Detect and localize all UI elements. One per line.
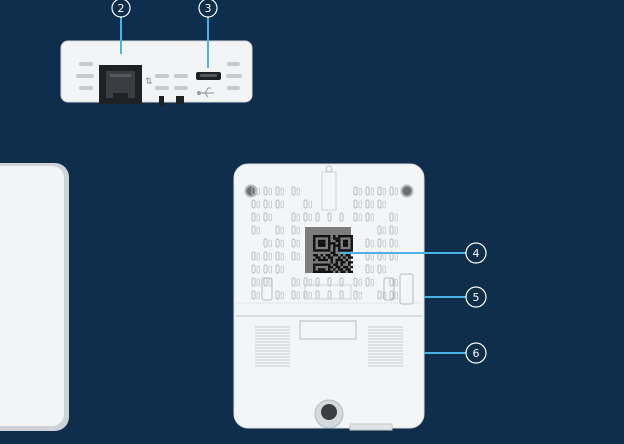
usb-symbol-icon xyxy=(196,87,214,98)
device-front-partial xyxy=(0,163,69,431)
device-side-view: ⇅ xyxy=(60,40,253,106)
callout-3: 3 xyxy=(198,0,218,68)
ethernet-port-icon xyxy=(99,65,142,104)
qr-code-icon xyxy=(305,227,353,273)
callout-5: 5 xyxy=(424,286,487,308)
callout-2: 2 xyxy=(111,0,131,54)
callout-4-label: 4 xyxy=(473,247,480,260)
micro-usb-port-icon xyxy=(196,72,221,80)
callout-6: 6 xyxy=(424,342,487,364)
callout-5-label: 5 xyxy=(473,291,480,304)
callout-4: 4 xyxy=(340,242,487,264)
vent-grid xyxy=(251,186,398,301)
callout-6-label: 6 xyxy=(473,347,480,360)
callout-2-label: 2 xyxy=(118,2,125,15)
callout-3-label: 3 xyxy=(205,2,212,15)
mounting-hole-icon xyxy=(244,184,414,198)
lower-vents xyxy=(255,326,403,367)
svg-text:⇅: ⇅ xyxy=(145,77,153,87)
device-back-view xyxy=(233,163,425,431)
